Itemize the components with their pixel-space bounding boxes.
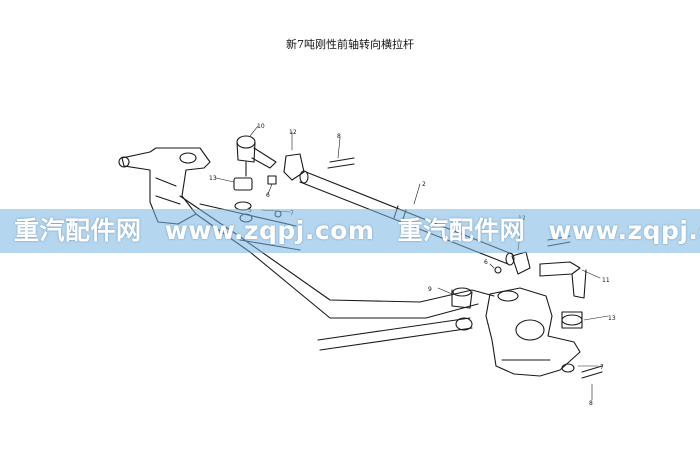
part-label: 13: [608, 315, 616, 322]
part-label: 8: [337, 133, 341, 140]
watermark-text: 重汽配件网 www.zqpj.com 重汽配件网 www.zqpj.com: [0, 212, 700, 250]
part-label: 12: [289, 129, 297, 136]
right-steering-knuckle: [485, 287, 581, 377]
watermark-band: [0, 209, 700, 253]
right-tie-rod-end: [494, 235, 603, 379]
part-label: 6: [484, 259, 488, 266]
part-label: 6: [266, 192, 270, 199]
part-label: 13: [209, 175, 217, 182]
drag-link: [317, 287, 473, 351]
watermark-segment: www.zqpj.com: [164, 216, 375, 245]
part-label: 2: [422, 181, 426, 188]
diagram-title: 新7吨刚性前轴转向横拉杆: [286, 38, 414, 51]
watermark-segment: 重汽配件网: [397, 216, 526, 245]
part-label: 8: [589, 400, 593, 407]
left-steering-knuckle: [118, 147, 211, 225]
watermark-segment: 重汽配件网: [14, 216, 142, 245]
part-label: 11: [602, 277, 610, 284]
part-label: 9: [428, 286, 432, 293]
part-number-labels: 10 12 8 13 6 5 7 2 12 6 9 11 13 7 8: [209, 123, 616, 407]
part-label: 10: [257, 123, 265, 130]
watermark-segment: www.zqpj.com: [548, 216, 700, 245]
part-label: 7: [600, 364, 604, 371]
